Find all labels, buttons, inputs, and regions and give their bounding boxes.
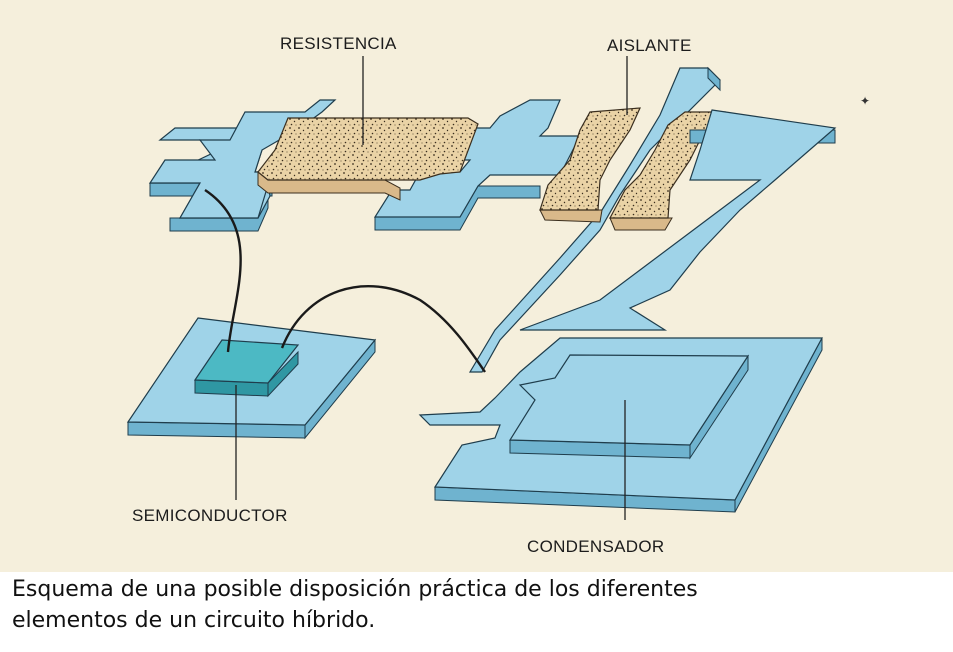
- capacitor-top-plate: [508, 354, 750, 460]
- speck-mark: ✦: [860, 94, 870, 108]
- leader-lines: [235, 56, 628, 520]
- label-semiconductor: SEMICONDUCTOR: [132, 506, 288, 525]
- bond-wire-left: [204, 189, 242, 353]
- label-aislante: AISLANTE: [607, 36, 692, 55]
- label-resistencia: RESISTENCIA: [280, 34, 397, 53]
- bonding-wires: [204, 189, 486, 373]
- figure-caption: Esquema de una posible disposición práct…: [12, 574, 942, 636]
- caption-line-2: elementos de un circuito híbrido.: [12, 608, 376, 633]
- label-condensador: CONDENSADOR: [527, 537, 664, 556]
- capacitor-frame-conductor: [519, 109, 837, 331]
- hybrid-circuit-diagram: ✦ RESISTENCIA AISLANTE SEMICONDUCTOR CON…: [126, 34, 870, 556]
- caption-line-1: Esquema de una posible disposición práct…: [12, 577, 698, 602]
- bond-wire-right: [280, 285, 486, 373]
- semiconductor-chip: [193, 339, 300, 398]
- resistor: [257, 117, 479, 201]
- hybrid-circuit-figure: ✦ RESISTENCIA AISLANTE SEMICONDUCTOR CON…: [0, 0, 953, 572]
